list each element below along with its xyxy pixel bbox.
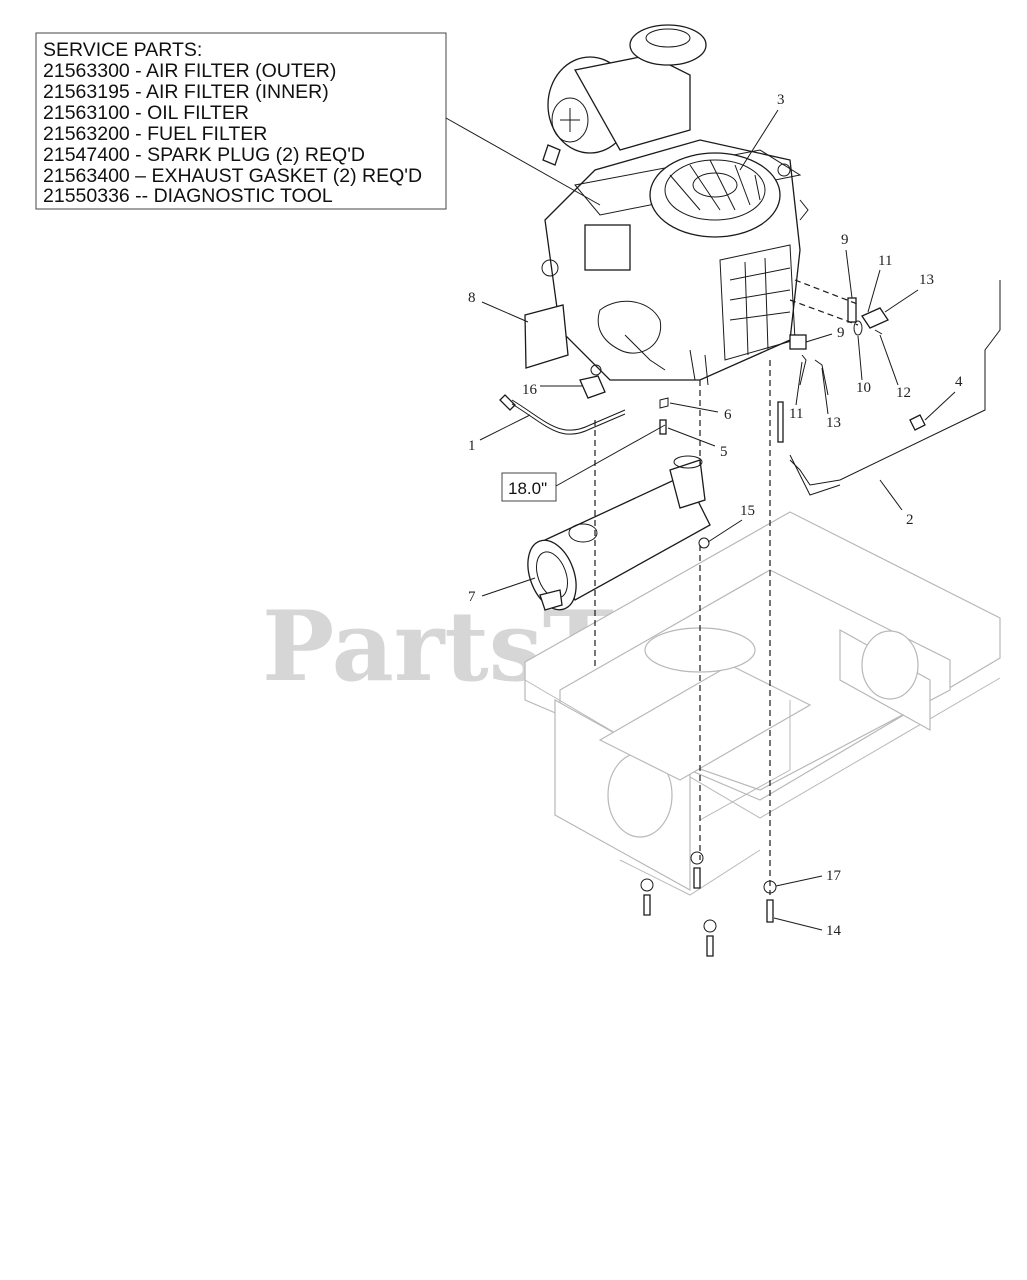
service-part-line: 21563300 - AIR FILTER (OUTER) xyxy=(43,60,336,82)
callout-1: 1 xyxy=(468,438,476,454)
mounting-bolts xyxy=(640,851,777,957)
alignment-lines xyxy=(594,279,861,895)
callouts: 1 2 3 4 5 6 7 8 9 9 10 11 11 12 13 13 14… xyxy=(468,92,963,939)
service-part-line: 21550336 -- DIAGNOSTIC TOOL xyxy=(43,185,333,207)
throttle-rod xyxy=(789,280,1001,496)
linkage-hardware xyxy=(777,297,926,443)
service-parts-leader xyxy=(445,117,601,206)
callout-13: 13 xyxy=(826,415,841,431)
dimension-value: 18.0" xyxy=(508,479,547,498)
nut xyxy=(698,537,710,549)
callout-9: 9 xyxy=(841,232,849,248)
service-part-line: 21547400 - SPARK PLUG (2) REQ'D xyxy=(43,144,365,166)
callout-5: 5 xyxy=(720,444,728,460)
dimension-label: 18.0" xyxy=(501,424,666,502)
callout-6: 6 xyxy=(724,407,732,423)
decal-tag xyxy=(524,304,569,369)
clamp xyxy=(579,364,606,399)
callout-15: 15 xyxy=(740,503,755,519)
service-part-line: 21563400 – EXHAUST GASKET (2) REQ'D xyxy=(43,165,422,187)
callout-8: 8 xyxy=(468,290,476,306)
callout-11: 11 xyxy=(789,406,803,422)
service-parts-box: SERVICE PARTS: 21563300 - AIR FILTER (OU… xyxy=(35,32,447,210)
callout-17: 17 xyxy=(826,868,842,884)
callout-13: 13 xyxy=(919,272,934,288)
callout-10: 10 xyxy=(856,380,871,396)
callout-11: 11 xyxy=(878,253,892,269)
service-part-line: 21563100 - OIL FILTER xyxy=(43,102,249,124)
callout-7: 7 xyxy=(468,589,476,605)
callout-2: 2 xyxy=(906,512,914,528)
service-parts-heading: SERVICE PARTS: xyxy=(43,39,202,61)
service-part-line: 21563200 - FUEL FILTER xyxy=(43,123,267,145)
fuel-line xyxy=(499,394,626,435)
callout-4: 4 xyxy=(955,374,963,390)
stud xyxy=(659,419,667,435)
callout-3: 3 xyxy=(777,92,785,108)
engine xyxy=(541,24,809,386)
callout-14: 14 xyxy=(826,923,842,939)
washer xyxy=(659,397,669,409)
callout-12: 12 xyxy=(896,385,911,401)
service-part-line: 21563195 - AIR FILTER (INNER) xyxy=(43,81,329,103)
chassis-frame xyxy=(524,511,1001,896)
callout-16: 16 xyxy=(522,382,538,398)
muffler xyxy=(527,455,711,611)
callout-9: 9 xyxy=(837,325,845,341)
